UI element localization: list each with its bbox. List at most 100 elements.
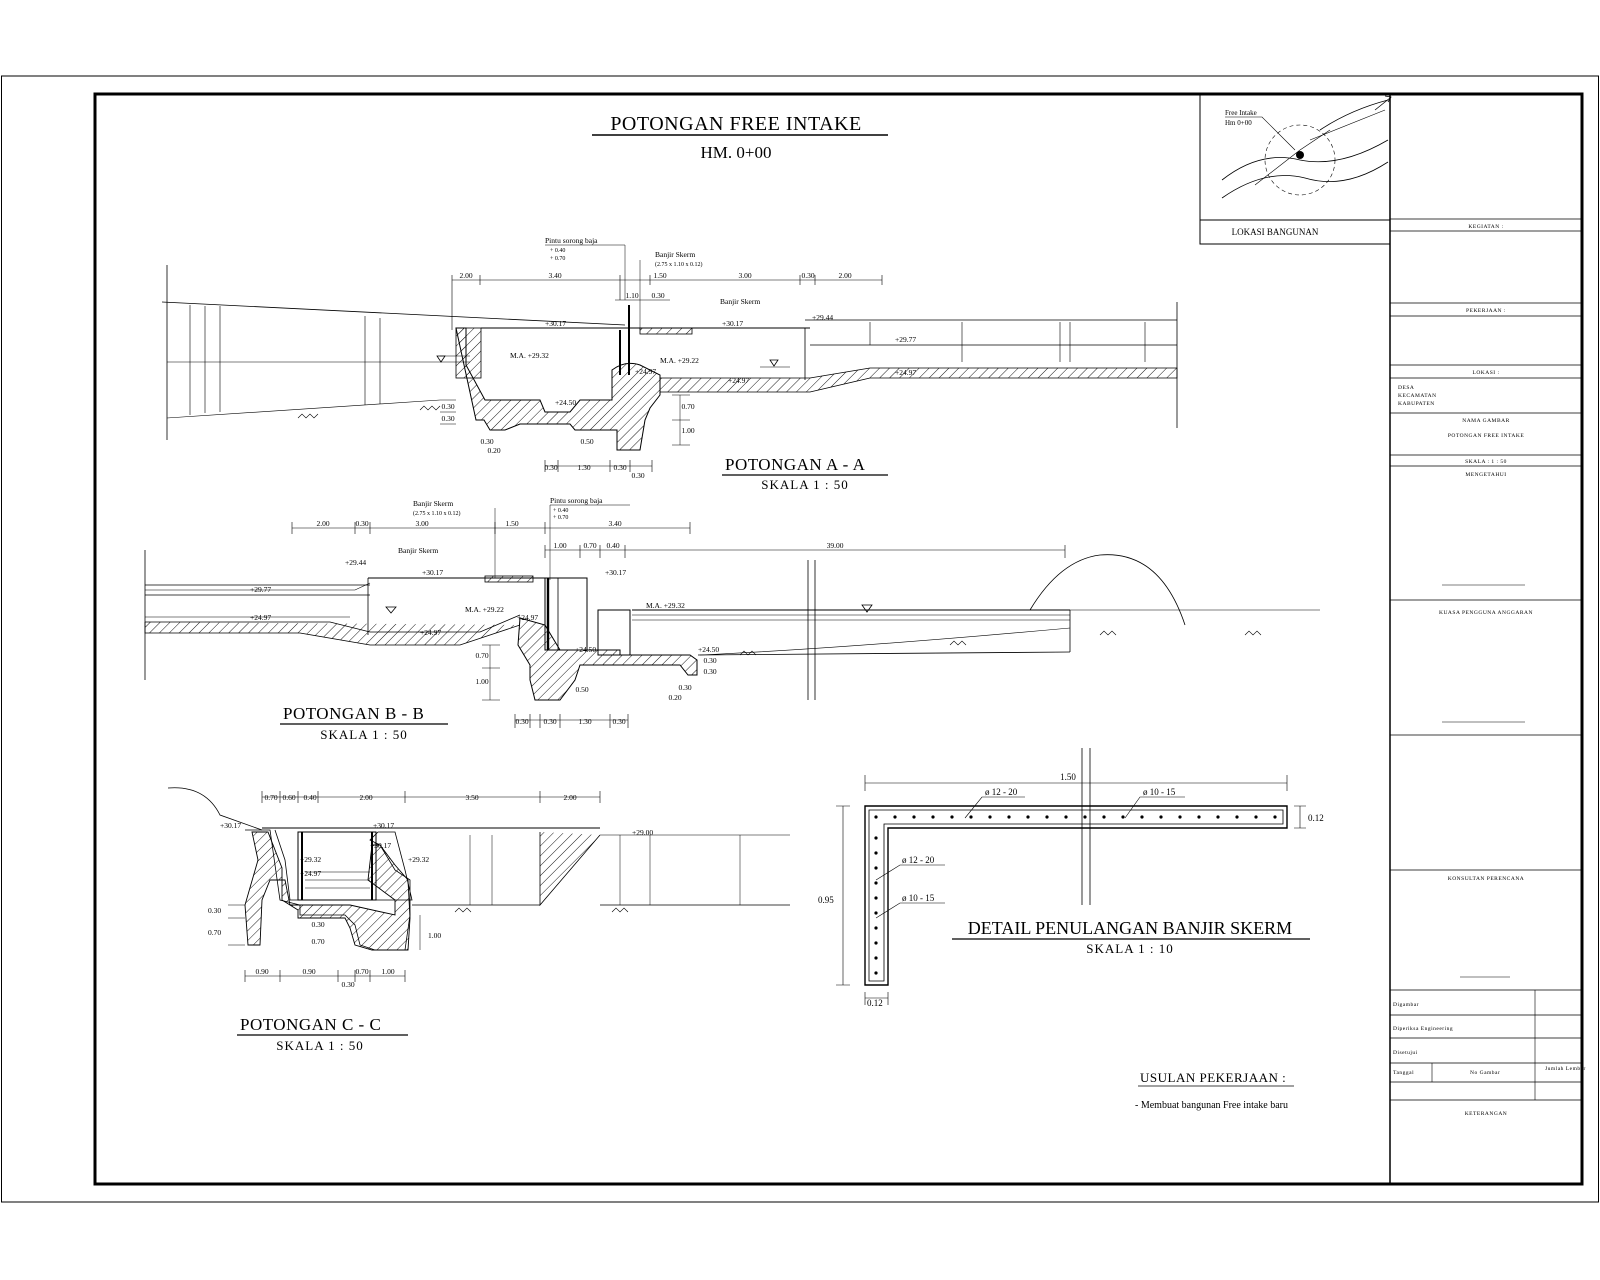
rebar-dot bbox=[1140, 815, 1144, 819]
svg-text:+29.44: +29.44 bbox=[812, 313, 833, 322]
svg-text:0.40: 0.40 bbox=[606, 541, 619, 550]
svg-text:(2.75 x 1.10 x 0.12): (2.75 x 1.10 x 0.12) bbox=[413, 510, 461, 517]
detail-reinforcement: 1.50 0.95 0.12 0.12 ø 12 - 20 ø 10 - 15 … bbox=[818, 748, 1324, 1008]
rebar-dot bbox=[874, 896, 878, 900]
rebar-dot bbox=[1197, 815, 1201, 819]
svg-text:NAMA GAMBAR: NAMA GAMBAR bbox=[1462, 418, 1510, 424]
rebar-dot bbox=[874, 881, 878, 885]
rebar-dot bbox=[931, 815, 935, 819]
svg-text:+29.00: +29.00 bbox=[632, 828, 653, 837]
svg-text:0.30: 0.30 bbox=[441, 414, 454, 423]
tb-lokasi: LOKASI : bbox=[1472, 370, 1499, 376]
svg-text:0.90: 0.90 bbox=[302, 967, 315, 976]
page-frame bbox=[1, 75, 1599, 1203]
svg-text:0.30: 0.30 bbox=[612, 717, 625, 726]
usulan-heading: USULAN PEKERJAAN : bbox=[1140, 1070, 1286, 1085]
svg-text:0.95: 0.95 bbox=[818, 895, 834, 905]
section-aa: 2.00 3.40 1.50 3.00 0.30 2.00 1.10 0.30 … bbox=[161, 236, 1178, 492]
svg-text:+29.32: +29.32 bbox=[408, 855, 429, 864]
location-note-1: Free Intake bbox=[1225, 109, 1257, 117]
svg-text:(2.75 x 1.10 x 0.12): (2.75 x 1.10 x 0.12) bbox=[655, 261, 703, 268]
svg-text:0.30: 0.30 bbox=[801, 271, 814, 280]
rebar-dot bbox=[1159, 815, 1163, 819]
svg-text:KONSULTAN PERENCANA: KONSULTAN PERENCANA bbox=[1448, 876, 1525, 882]
main-title-block: POTONGAN FREE INTAKE HM. 0+00 bbox=[592, 113, 888, 162]
svg-text:1.30: 1.30 bbox=[578, 717, 591, 726]
rebar-dot bbox=[1064, 815, 1068, 819]
rebar-dot bbox=[893, 815, 897, 819]
rebar-dot bbox=[1235, 815, 1239, 819]
svg-text:0.30: 0.30 bbox=[631, 471, 644, 480]
svg-text:No Gambar: No Gambar bbox=[1470, 1070, 1500, 1076]
title-block: KEGIATAN : PEKERJAAN : LOKASI : DESA KEC… bbox=[1389, 94, 1585, 1184]
rebar-dot bbox=[1026, 815, 1030, 819]
svg-text:0.50: 0.50 bbox=[580, 437, 593, 446]
svg-text:3.40: 3.40 bbox=[548, 271, 561, 280]
svg-text:+24.97: +24.97 bbox=[895, 368, 916, 377]
svg-text:+30.17: +30.17 bbox=[422, 568, 443, 577]
svg-text:0.30: 0.30 bbox=[703, 656, 716, 665]
svg-text:3.50: 3.50 bbox=[465, 793, 478, 802]
svg-text:1.50: 1.50 bbox=[653, 271, 666, 280]
svg-text:0.70: 0.70 bbox=[355, 967, 368, 976]
rebar-dot bbox=[874, 866, 878, 870]
svg-text:1.10: 1.10 bbox=[625, 291, 638, 300]
svg-text:Pintu sorong baja: Pintu sorong baja bbox=[550, 496, 603, 505]
rebar-dot bbox=[950, 815, 954, 819]
svg-text:Banjir Skerm: Banjir Skerm bbox=[398, 546, 438, 555]
svg-text:+24.97: +24.97 bbox=[420, 628, 441, 637]
svg-text:M.A. +29.22: M.A. +29.22 bbox=[465, 605, 504, 614]
svg-text:0.90: 0.90 bbox=[255, 967, 268, 976]
rebar-dot bbox=[1083, 815, 1087, 819]
svg-text:+30.17: +30.17 bbox=[373, 821, 394, 830]
station-label: HM. 0+00 bbox=[701, 143, 772, 162]
rebar-dot bbox=[874, 911, 878, 915]
rebar-dot bbox=[874, 926, 878, 930]
rebar-dot bbox=[1045, 815, 1049, 819]
svg-text:Digambar: Digambar bbox=[1393, 1002, 1419, 1008]
svg-text:Pintu sorong baja: Pintu sorong baja bbox=[545, 236, 598, 245]
svg-text:+24.50: +24.50 bbox=[698, 645, 719, 654]
svg-text:0.12: 0.12 bbox=[867, 998, 883, 1008]
svg-text:+30.17: +30.17 bbox=[722, 319, 743, 328]
svg-text:39.00: 39.00 bbox=[827, 541, 844, 550]
svg-text:KABUPATEN: KABUPATEN bbox=[1398, 401, 1435, 407]
svg-text:ø 10 - 15: ø 10 - 15 bbox=[902, 893, 935, 903]
section-bb-scale: SKALA 1 : 50 bbox=[320, 727, 407, 742]
svg-text:ø 12 - 20: ø 12 - 20 bbox=[902, 855, 935, 865]
svg-text:KETERANGAN: KETERANGAN bbox=[1465, 1111, 1508, 1117]
section-cc: 0.70 0.60 0.40 2.00 3.50 2.00 +30.17 +30… bbox=[167, 787, 790, 1053]
svg-text:0.30: 0.30 bbox=[208, 906, 221, 915]
location-map: LOKASI BANGUNAN Free Intake Hm 0+00 bbox=[1199, 93, 1392, 245]
svg-text:KECAMATAN: KECAMATAN bbox=[1398, 393, 1437, 399]
svg-text:ø 12 - 20: ø 12 - 20 bbox=[985, 787, 1018, 797]
svg-text:+29.44: +29.44 bbox=[345, 558, 366, 567]
main-title: POTONGAN FREE INTAKE bbox=[610, 113, 861, 135]
svg-text:2.00: 2.00 bbox=[359, 793, 372, 802]
svg-text:1.00: 1.00 bbox=[475, 677, 488, 686]
svg-text:0.70: 0.70 bbox=[681, 402, 694, 411]
svg-text:0.30: 0.30 bbox=[651, 291, 664, 300]
svg-text:0.20: 0.20 bbox=[487, 446, 500, 455]
location-map-label: LOKASI BANGUNAN bbox=[1232, 227, 1319, 237]
svg-text:+ 0.70: + 0.70 bbox=[550, 256, 565, 262]
section-cc-title: POTONGAN C - C bbox=[240, 1015, 381, 1034]
svg-text:1.50: 1.50 bbox=[505, 519, 518, 528]
svg-text:3.00: 3.00 bbox=[738, 271, 751, 280]
section-cc-scale: SKALA 1 : 50 bbox=[276, 1038, 363, 1053]
svg-text:0.30: 0.30 bbox=[515, 717, 528, 726]
svg-text:+ 0.40: + 0.40 bbox=[553, 508, 568, 514]
svg-text:1.00: 1.00 bbox=[553, 541, 566, 550]
svg-text:1.50: 1.50 bbox=[1060, 772, 1076, 782]
usulan-pekerjaan: USULAN PEKERJAAN : - Membuat bangunan Fr… bbox=[1135, 1070, 1294, 1111]
svg-text:Banjir Skerm: Banjir Skerm bbox=[720, 297, 760, 306]
rebar-dot bbox=[874, 941, 878, 945]
rebar-dot bbox=[1273, 815, 1277, 819]
rebar-dot bbox=[912, 815, 916, 819]
svg-text:ø 10 - 15: ø 10 - 15 bbox=[1143, 787, 1176, 797]
svg-text:Banjir Skerm: Banjir Skerm bbox=[655, 250, 695, 259]
svg-text:M.A. +29.22: M.A. +29.22 bbox=[660, 356, 699, 365]
rebar-dot bbox=[1007, 815, 1011, 819]
detail-scale: SKALA 1 : 10 bbox=[1086, 941, 1173, 956]
rebar-dot bbox=[1121, 815, 1125, 819]
